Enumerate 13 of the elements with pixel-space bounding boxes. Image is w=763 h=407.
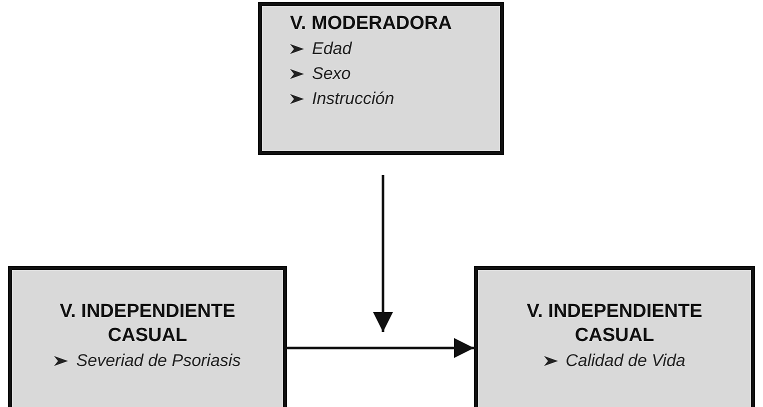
variable-box xyxy=(474,266,755,407)
arrow xyxy=(287,338,474,358)
box-heading: V. INDEPENDIENTE CASUAL xyxy=(526,300,704,348)
list-item: Edad xyxy=(312,38,352,60)
box-heading: V. MODERADORA xyxy=(290,12,452,36)
list-item: Instrucción xyxy=(312,88,394,110)
list-item: Sexo xyxy=(312,63,351,85)
box-heading: V. INDEPENDIENTE CASUAL xyxy=(58,300,236,348)
arrow xyxy=(373,175,393,332)
list-item: Severiad de Psoriasis xyxy=(76,350,241,372)
list-item: Calidad de Vida xyxy=(566,350,686,372)
variable-box xyxy=(258,2,504,155)
variable-box xyxy=(8,266,287,407)
